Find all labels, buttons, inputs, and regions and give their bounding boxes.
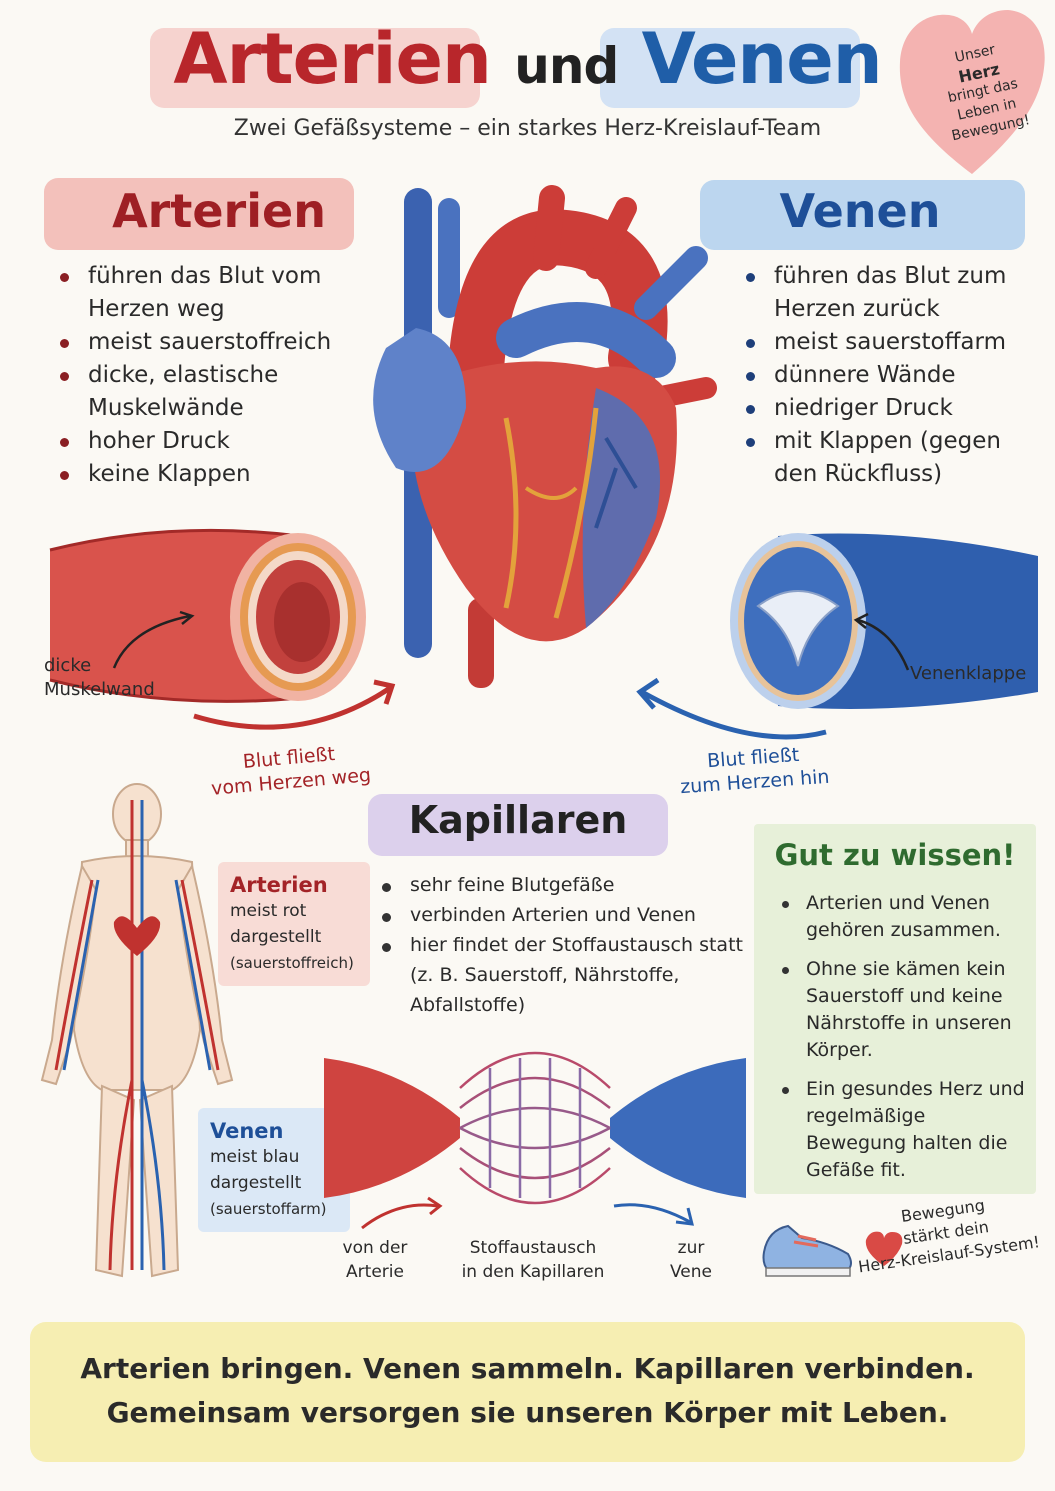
- title-veins: Venen: [641, 18, 883, 100]
- list-item: sehr feine Blutgefäße: [376, 870, 756, 900]
- veins-heading-brush: [700, 180, 1025, 250]
- list-item: verbinden Arterien und Venen: [376, 900, 756, 930]
- caption-from-artery: von der Arterie: [342, 1238, 408, 1282]
- capillary-network-icon: [324, 1051, 746, 1205]
- capillaries-heading: Kapillaren: [408, 798, 628, 842]
- vein-valve-caption: Venenklappe: [910, 663, 1027, 684]
- list-item: meist sauerstoffreich: [54, 326, 354, 359]
- artery-wall-caption: dicke Muskelwand: [44, 655, 155, 700]
- list-item: niedriger Druck: [740, 392, 1030, 425]
- heart-badge-icon: [899, 10, 1045, 174]
- title-brush-red: [150, 28, 480, 108]
- good-to-know-list: Arterien und Venen gehören zusammen. Ohn…: [776, 890, 1026, 1196]
- page-title: Arterien und Venen: [0, 18, 1055, 100]
- to-vein-arrow-icon: [613, 1203, 694, 1226]
- list-item: Ohne sie kämen kein Sauerstoff und keine…: [776, 956, 1026, 1064]
- caption-exchange: Stoffaustausch in den Kapillaren: [461, 1238, 605, 1282]
- arteries-heading-brush: [44, 178, 354, 250]
- list-item: Ein gesundes Herz und regelmäßige Bewegu…: [776, 1076, 1026, 1184]
- capillaries-heading-brush: [368, 794, 668, 856]
- list-item: Arterien und Venen gehören zusammen.: [776, 890, 1026, 944]
- list-item: hier findet der Stoffaustausch statt (z.…: [376, 930, 756, 1020]
- capillaries-list: sehr feine Blutgefäße verbinden Arterien…: [376, 870, 756, 1020]
- heart-icon: [865, 1231, 903, 1266]
- summary-box: Arterien bringen. Venen sammeln. Kapilla…: [30, 1322, 1025, 1462]
- vein-flow-arrow-icon: [636, 677, 827, 740]
- arteries-heading: Arterien: [112, 184, 326, 238]
- caption-to-vein: zur Vene: [669, 1238, 712, 1282]
- list-item: führen das Blut zum Herzen zurück: [740, 260, 1030, 326]
- title-und: und: [514, 37, 619, 95]
- list-item: keine Klappen: [54, 458, 354, 491]
- heart-illustration-icon: [373, 185, 717, 688]
- veins-heading: Venen: [779, 184, 941, 238]
- veins-list: führen das Blut zum Herzen zurück meist …: [740, 260, 1030, 491]
- vein-cross-section-icon: [730, 533, 1038, 709]
- good-to-know-heading: Gut zu wissen!: [774, 838, 1016, 872]
- arrow-icon: [853, 612, 910, 671]
- artery-flow-arrow-icon: [193, 679, 396, 730]
- title-arteries: Arterien: [173, 18, 491, 100]
- artery-cross-section-icon: [49, 528, 366, 703]
- list-item: führen das Blut vom Herzen weg: [54, 260, 354, 326]
- arrow-icon: [112, 610, 195, 669]
- list-item: hoher Druck: [54, 425, 354, 458]
- movement-text: Bewegung stärkt dein Herz-Kreislauf-Syst…: [857, 1195, 1041, 1277]
- arteries-list: führen das Blut vom Herzen weg meist sau…: [54, 260, 354, 491]
- summary-line-2: Gemeinsam versorgen sie unseren Körper m…: [106, 1396, 949, 1429]
- title-brush-blue: [600, 28, 860, 108]
- list-item: dicke, elastische Muskelwände: [54, 359, 354, 425]
- list-item: dünnere Wände: [740, 359, 1030, 392]
- from-artery-arrow-icon: [361, 1196, 443, 1230]
- good-to-know-box: Gut zu wissen! Arterien und Venen gehöre…: [754, 824, 1036, 1194]
- summary-line-1: Arterien bringen. Venen sammeln. Kapilla…: [80, 1352, 975, 1385]
- list-item: mit Klappen (gegen den Rückfluss): [740, 425, 1030, 491]
- body-circulation-icon: [40, 783, 234, 1278]
- list-item: meist sauerstoffarm: [740, 326, 1030, 359]
- body-note-arteries: Arterien meist rot dargestellt (sauersto…: [218, 862, 370, 986]
- sneaker-icon: [762, 1224, 852, 1277]
- subtitle: Zwei Gefäßsysteme – ein starkes Herz-Kre…: [233, 116, 822, 141]
